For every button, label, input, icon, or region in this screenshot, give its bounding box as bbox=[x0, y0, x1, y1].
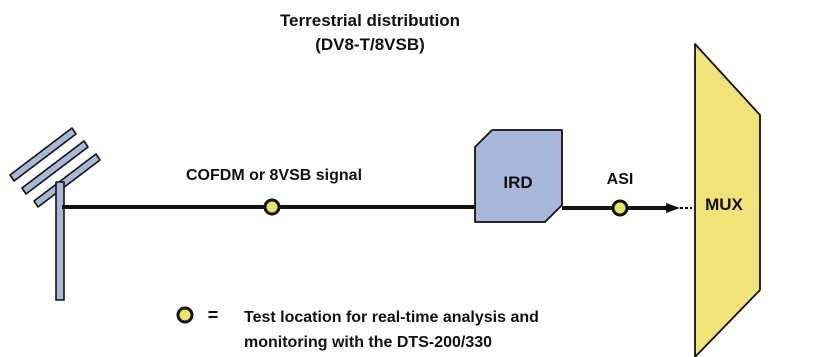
legend-equals: = bbox=[208, 305, 219, 325]
antenna-icon bbox=[9, 127, 101, 301]
mux-block: MUX bbox=[694, 43, 761, 357]
test-point-icon bbox=[176, 306, 194, 324]
mux-label: MUX bbox=[705, 195, 743, 214]
asi-label: ASI bbox=[607, 171, 634, 188]
diagram-title-line2: (DV8-T/8VSB) bbox=[315, 35, 425, 54]
test-point-icon bbox=[611, 199, 629, 217]
arrow-icon bbox=[666, 203, 692, 213]
test-point-icon bbox=[263, 198, 281, 216]
ird-label: IRD bbox=[503, 173, 532, 192]
legend-line2: monitoring with the DTS-200/330 bbox=[244, 334, 492, 351]
legend-line1: Test location for real-time analysis and bbox=[244, 309, 539, 326]
ird-box: IRD bbox=[474, 129, 563, 223]
legend: = Test location for real-time analysis a… bbox=[176, 305, 539, 351]
signal-label: COFDM or 8VSB signal bbox=[186, 167, 362, 184]
diagram-title-line1: Terrestrial distribution bbox=[280, 11, 460, 30]
